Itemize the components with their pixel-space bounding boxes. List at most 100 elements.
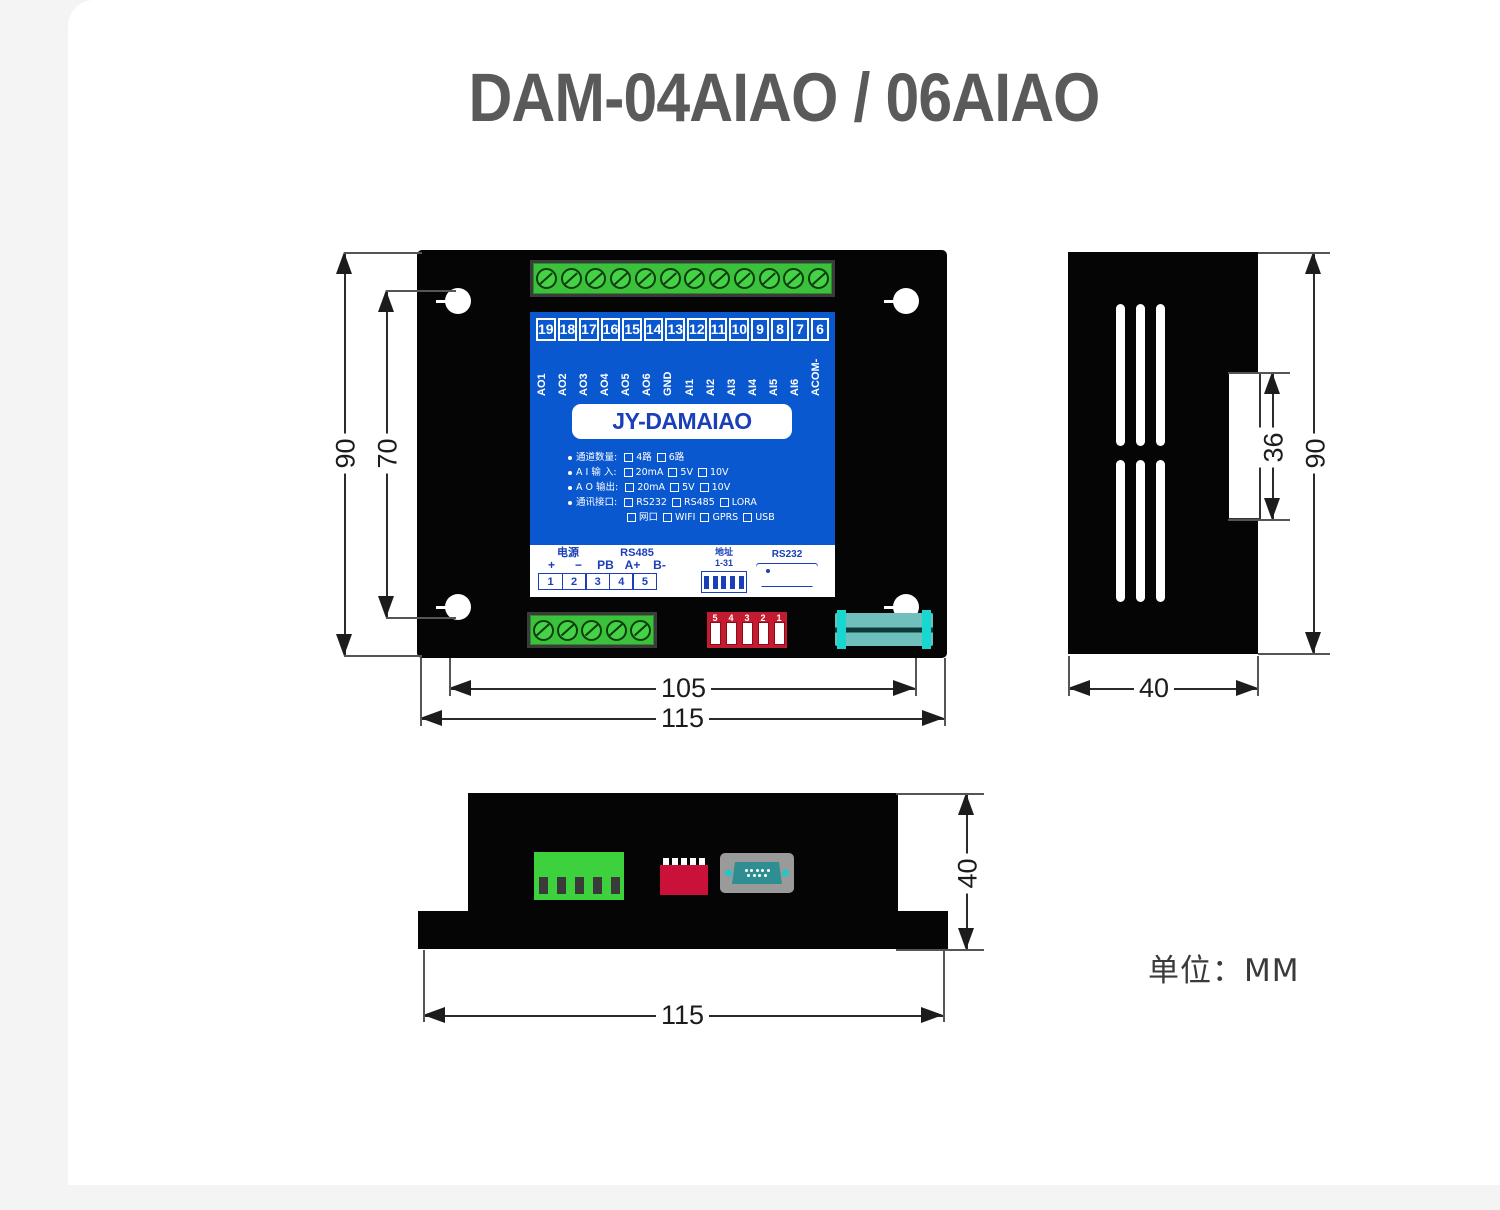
dip-key[interactable] <box>709 622 721 645</box>
spec-option[interactable]: 网口 <box>622 510 658 525</box>
dim-label-side-40: 40 <box>952 853 984 894</box>
spec-option[interactable]: 10V <box>693 465 729 480</box>
terminal-screw <box>783 268 805 289</box>
vent-slot <box>1156 304 1165 446</box>
terminal-number: 9 <box>751 318 770 341</box>
terminal-screw <box>684 268 706 289</box>
back-view-body <box>1068 252 1258 654</box>
checkbox-icon[interactable] <box>663 513 673 522</box>
dim-label-front-105: 105 <box>656 673 712 704</box>
dim-ext-36-top <box>1228 372 1290 374</box>
dip-number: 2 <box>760 613 766 623</box>
side-mounting-flange <box>418 911 948 949</box>
dip-number: 5 <box>712 613 718 623</box>
dim-ext-105-right <box>915 658 917 696</box>
spec-option[interactable]: RS485 <box>667 495 715 510</box>
dim-ext-115-right <box>944 658 946 726</box>
checkbox-icon[interactable] <box>623 468 633 477</box>
power-header: 电源 <box>557 547 579 559</box>
spec-option-label: GPRS <box>712 512 739 523</box>
spec-option-label: RS232 <box>636 497 667 508</box>
spec-option-label: LORA <box>731 497 757 508</box>
spec-option[interactable]: 20mA <box>619 465 663 480</box>
spec-option[interactable]: 6路 <box>652 450 684 465</box>
dim-label-back-40: 40 <box>1134 673 1175 704</box>
spec-option[interactable]: 5V <box>663 465 693 480</box>
terminal-label: AI1 <box>683 378 696 396</box>
terminal-sign: + <box>547 558 555 572</box>
dim-label-front-70: 70 <box>372 433 404 474</box>
spec-label: 通讯接口: <box>576 497 618 508</box>
top-terminal-strip <box>533 263 832 294</box>
bottom-terminal-number: 2 <box>561 573 587 590</box>
address-label: 地址 <box>714 547 733 557</box>
terminal-label: AO6 <box>641 373 654 396</box>
dip-number: 1 <box>776 613 782 623</box>
checkbox-icon[interactable] <box>697 468 707 477</box>
spec-option[interactable]: RS232 <box>619 495 667 510</box>
rs232-port-group: RS232 <box>751 549 823 587</box>
terminal-label: AO3 <box>578 373 591 396</box>
terminal-label: AI3 <box>725 378 738 396</box>
dip-key[interactable] <box>741 622 753 645</box>
checkbox-icon[interactable] <box>670 483 680 492</box>
checkbox-icon[interactable] <box>624 498 634 507</box>
dip-key[interactable] <box>757 622 769 645</box>
checkbox-icon[interactable] <box>625 483 635 492</box>
vent-slot <box>1116 304 1125 446</box>
dim-arrow-front-115-right <box>922 710 944 726</box>
terminal-label: AI4 <box>746 378 759 396</box>
terminal-screw <box>808 268 830 289</box>
dim-ext-115-left <box>420 658 422 726</box>
brand-text: JY-DAMAIAO <box>612 408 752 434</box>
spec-option[interactable]: 5V <box>665 480 695 495</box>
spec-option-label: 4路 <box>636 452 652 463</box>
dim-ext-40-left <box>1068 656 1070 696</box>
terminal-number: 15 <box>622 318 642 341</box>
dip-key[interactable] <box>725 622 737 645</box>
terminal-sign: − <box>574 558 582 572</box>
checkbox-icon[interactable] <box>624 453 634 462</box>
checkbox-icon[interactable] <box>719 498 729 507</box>
checkbox-icon[interactable] <box>627 513 636 522</box>
spec-option[interactable]: GPRS <box>695 510 738 525</box>
spec-option[interactable]: WIFI <box>658 510 695 525</box>
spec-option[interactable]: 4路 <box>619 450 652 465</box>
checkbox-icon[interactable] <box>699 483 709 492</box>
dim-arrow-front-105-right <box>893 680 915 696</box>
side-dip-switch[interactable] <box>660 858 708 895</box>
spec-option-label: 10V <box>709 467 729 478</box>
dim-ext-front-90-top <box>344 252 422 254</box>
spec-option[interactable]: USB <box>738 510 775 525</box>
terminal-number: 8 <box>771 318 790 341</box>
checkbox-icon[interactable] <box>671 498 681 507</box>
spec-option-label: RS485 <box>683 497 715 508</box>
spec-option[interactable]: LORA <box>715 495 757 510</box>
terminal-number: 12 <box>687 318 707 341</box>
dip-number: 4 <box>728 613 734 623</box>
spec-option[interactable]: 20mA <box>620 480 665 495</box>
dim-arrow-back-36-top <box>1264 372 1280 394</box>
side-body-shell <box>468 793 898 916</box>
address-dip-group: 地址 1-31 <box>695 547 753 593</box>
checkbox-icon[interactable] <box>656 453 666 462</box>
terminal-label: GND <box>662 371 675 396</box>
terminal-number: 17 <box>579 318 599 341</box>
terminal-label: AO2 <box>557 373 570 396</box>
dip-key[interactable] <box>773 622 785 645</box>
bottom-terminal-block <box>527 612 657 648</box>
checkbox-icon[interactable] <box>700 513 710 522</box>
bullet-icon <box>568 500 572 505</box>
terminal-sign: B- <box>653 558 666 572</box>
back-clip-notch <box>1229 372 1261 520</box>
checkbox-icon[interactable] <box>668 468 678 477</box>
spec-row: 通讯接口: RS232 RS485 LORA <box>568 495 828 510</box>
spec-option[interactable]: 10V <box>695 480 730 495</box>
checkbox-icon[interactable] <box>743 513 753 522</box>
